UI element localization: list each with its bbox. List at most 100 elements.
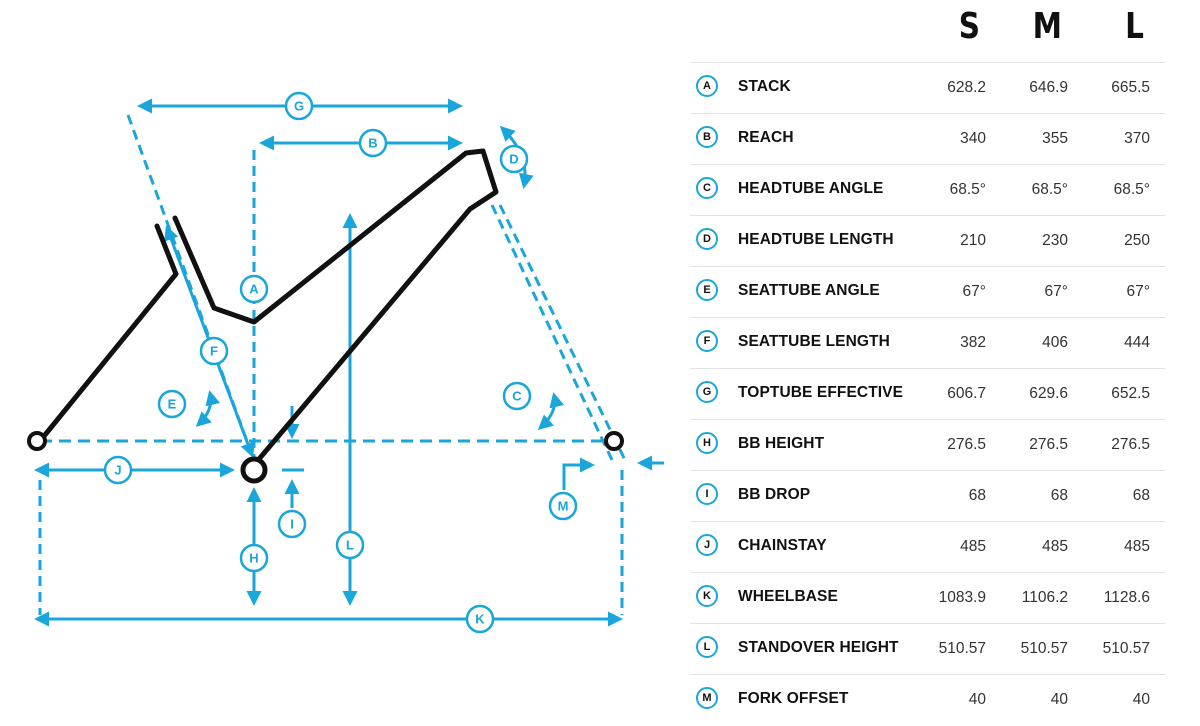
marker-letter-m: M xyxy=(558,499,569,514)
row-letter-badge: I xyxy=(696,483,718,505)
value-size-m: 40 xyxy=(1050,691,1068,708)
row-label: STANDOVER HEIGHT xyxy=(738,639,899,656)
value-size-m: 355 xyxy=(1042,130,1068,147)
size-header-l: L xyxy=(1125,6,1144,47)
row-label: WHEELBASE xyxy=(738,588,838,605)
value-size-s: 276.5 xyxy=(947,436,986,453)
marker-c xyxy=(502,381,532,411)
value-size-m: 1106.2 xyxy=(1021,589,1068,606)
value-size-s: 628.2 xyxy=(947,79,986,96)
value-size-l: 1128.6 xyxy=(1103,589,1150,606)
marker-h xyxy=(239,543,269,573)
row-label: REACH xyxy=(738,129,794,146)
steerer-guide-2 xyxy=(498,204,627,461)
marker-i xyxy=(277,509,307,539)
row-letter-badge: H xyxy=(696,432,718,454)
row-letter-badge: E xyxy=(696,279,718,301)
marker-a xyxy=(239,274,269,304)
row-label: FORK OFFSET xyxy=(738,690,849,707)
marker-letter-c: C xyxy=(512,389,522,404)
value-size-l: 67° xyxy=(1126,283,1150,300)
marker-g xyxy=(284,91,314,121)
value-size-l: 68 xyxy=(1132,487,1150,504)
value-size-s: 40 xyxy=(968,691,986,708)
fork-offset-arrow xyxy=(562,457,595,490)
frame-geometry-svg: G B D A F E C J I H L M K xyxy=(27,91,664,634)
row-label: TOPTUBE EFFECTIVE xyxy=(738,384,904,401)
geometry-row-wheelbase: K WHEELBASE 1083.9 1106.2 1128.6 xyxy=(690,572,1165,624)
value-size-l: 40 xyxy=(1132,691,1150,708)
value-size-s: 485 xyxy=(960,538,986,555)
marker-letter-f: F xyxy=(210,344,218,359)
marker-l xyxy=(335,530,365,560)
row-label: BB HEIGHT xyxy=(738,435,825,452)
seatstay xyxy=(37,223,179,444)
geometry-row-seattube-length: F SEATTUBE LENGTH 382 406 444 xyxy=(690,317,1165,369)
front-axle xyxy=(604,431,624,451)
value-size-s: 340 xyxy=(960,130,986,147)
dimension-markers xyxy=(103,91,578,634)
value-size-s: 606.7 xyxy=(947,385,986,402)
value-size-l: 665.5 xyxy=(1111,79,1150,96)
value-size-l: 250 xyxy=(1124,232,1150,249)
steerer-guide-1 xyxy=(490,204,614,461)
value-size-l: 68.5° xyxy=(1113,181,1150,198)
marker-letters: G B D A F E C J I H L M K xyxy=(114,99,568,627)
row-label: STACK xyxy=(738,78,791,95)
row-label: BB DROP xyxy=(738,486,811,503)
size-header-s: S xyxy=(958,6,980,47)
value-size-s: 1083.9 xyxy=(938,589,986,606)
value-size-l: 510.57 xyxy=(1102,640,1150,657)
marker-letter-d: D xyxy=(509,152,518,167)
row-letter-badge: C xyxy=(696,177,718,199)
value-size-l: 276.5 xyxy=(1111,436,1150,453)
marker-letter-h: H xyxy=(249,551,258,566)
size-header-m: M xyxy=(1032,6,1062,47)
marker-j xyxy=(103,455,133,485)
value-size-s: 210 xyxy=(960,232,986,249)
row-letter-badge: F xyxy=(696,330,718,352)
value-size-m: 67° xyxy=(1044,283,1068,300)
bike-frame xyxy=(27,148,624,484)
row-letter-badge: J xyxy=(696,534,718,556)
marker-m xyxy=(548,491,578,521)
geometry-diagram: G B D A F E C J I H L M K xyxy=(27,91,664,634)
marker-letter-k: K xyxy=(475,612,485,627)
row-letter-badge: L xyxy=(696,636,718,658)
value-size-m: 629.6 xyxy=(1029,385,1068,402)
value-size-l: 444 xyxy=(1124,334,1150,351)
row-label: HEADTUBE ANGLE xyxy=(738,180,884,197)
headtube-angle-arc xyxy=(537,392,565,430)
geometry-row-headtube-angle: C HEADTUBE ANGLE 68.5° 68.5° 68.5° xyxy=(690,164,1165,216)
marker-letter-g: G xyxy=(294,99,304,114)
value-size-s: 382 xyxy=(960,334,986,351)
row-label: SEATTUBE ANGLE xyxy=(738,282,880,299)
marker-letter-a: A xyxy=(249,282,259,297)
row-letter-badge: D xyxy=(696,228,718,250)
seattube-angle-arc xyxy=(195,390,221,428)
marker-d xyxy=(499,144,529,174)
main-frame xyxy=(172,148,499,468)
marker-letter-e: E xyxy=(168,397,177,412)
value-size-m: 406 xyxy=(1042,334,1068,351)
geometry-row-fork-offset: M FORK OFFSET 40 40 40 xyxy=(690,674,1165,726)
row-label: SEATTUBE LENGTH xyxy=(738,333,890,350)
value-size-m: 68.5° xyxy=(1031,181,1068,198)
row-letter-badge: M xyxy=(696,687,718,709)
marker-letter-l: L xyxy=(346,538,354,553)
marker-k xyxy=(465,604,495,634)
value-size-s: 68.5° xyxy=(949,181,986,198)
row-letter-badge: G xyxy=(696,381,718,403)
marker-letter-b: B xyxy=(368,136,377,151)
row-letter-badge: K xyxy=(696,585,718,607)
